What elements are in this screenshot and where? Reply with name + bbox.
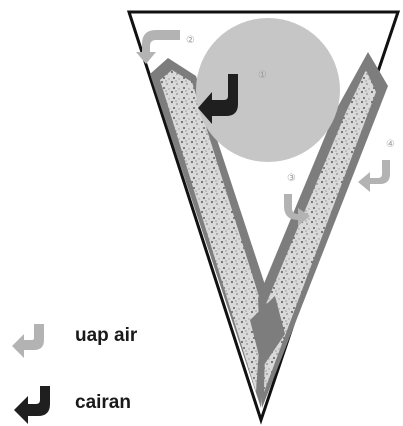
legend-liquid-label: cairan bbox=[75, 392, 131, 413]
legend-vapor-label: uap air bbox=[75, 325, 138, 346]
legend-vapor-arrow-icon bbox=[12, 324, 44, 358]
marker-2-label: ② bbox=[186, 35, 195, 46]
sphere bbox=[196, 18, 340, 162]
marker-1-label: ① bbox=[258, 70, 267, 81]
marker-4-label: ④ bbox=[386, 139, 395, 150]
marker-3-label: ③ bbox=[287, 173, 296, 184]
vapor-arrow-4-icon bbox=[358, 160, 390, 192]
legend-liquid-arrow-icon bbox=[14, 386, 50, 424]
